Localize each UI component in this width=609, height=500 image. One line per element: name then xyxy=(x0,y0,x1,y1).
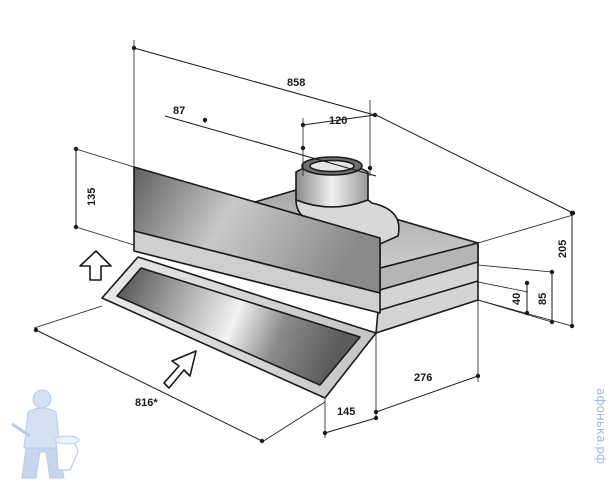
dim-tray-width-label: 816* xyxy=(135,397,158,409)
dim-front-height: 135 xyxy=(73,146,135,246)
dimension-annotations: 858 87 120 135 xyxy=(33,40,576,444)
dim-total-width-label: 858 xyxy=(287,77,305,89)
plumber-mascot-icon xyxy=(11,389,80,479)
dim-total-width: 858 xyxy=(131,40,576,244)
dim-duct-offset-label: 87 xyxy=(173,105,185,117)
dim-lower: 40 85 xyxy=(477,264,555,325)
watermark: афонька.рф xyxy=(11,388,608,479)
airflow-arrows xyxy=(79,250,197,389)
dim-duct-diameter-label: 120 xyxy=(329,115,347,127)
dim-depth: 276 xyxy=(373,300,481,418)
dim-front-height-label: 135 xyxy=(86,188,98,206)
dim-duct: 87 120 xyxy=(164,100,378,177)
dim-tray-depth-label: 145 xyxy=(337,406,355,418)
watermark-text: афонька.рф xyxy=(594,388,608,464)
exhaust-duct xyxy=(295,156,400,245)
airflow-arrow-up-icon xyxy=(79,250,112,281)
dim-lower-height-label: 40 xyxy=(511,293,523,305)
duct-opening-inner xyxy=(309,159,355,173)
dim-overall-height-label: 205 xyxy=(557,240,569,258)
dim-tray-depth: 145 xyxy=(322,398,379,438)
visor-lower-strip xyxy=(133,230,381,314)
hood-step-edge xyxy=(379,280,479,311)
airflow-arrow-diagonal-icon xyxy=(163,350,197,389)
dim-depth-label: 276 xyxy=(414,372,432,384)
hood-body xyxy=(101,156,479,399)
glass-tray-pane xyxy=(116,267,361,386)
dim-lower-total-label: 85 xyxy=(537,293,549,305)
dim-tray-width: 816* xyxy=(33,305,326,444)
